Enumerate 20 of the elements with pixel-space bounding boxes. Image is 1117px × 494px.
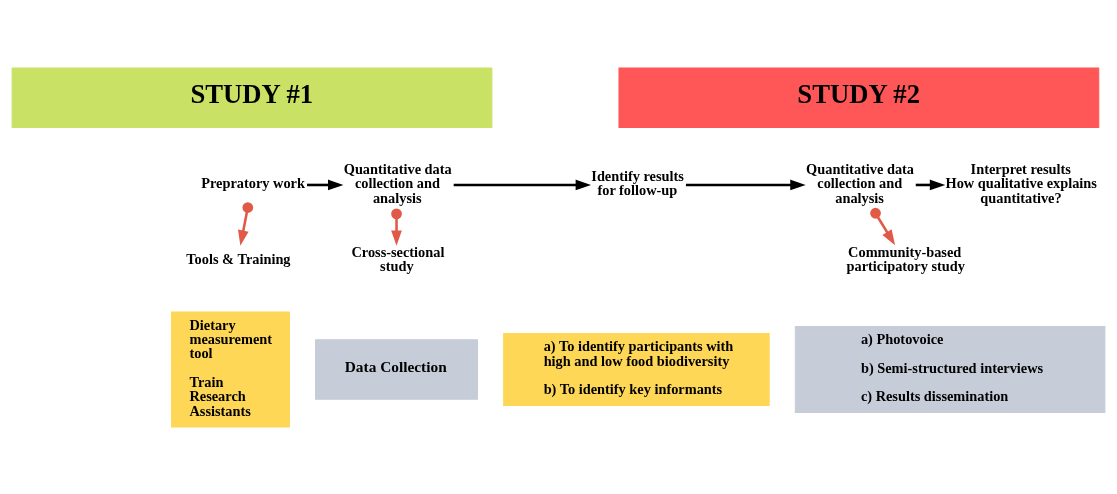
node-box: Dietary measurement tool Train Research Assistants — [171, 311, 290, 427]
node-box: a) To identify participants with high and low food biodiversity b) To identify key informants — [503, 332, 770, 406]
node-text: Identify results for follow-up — [591, 167, 684, 198]
arrow — [685, 179, 806, 190]
node-text: Quantitative data collection and analysis — [343, 160, 452, 206]
arrow — [307, 179, 344, 190]
node-text: Interpret results How qualitative explains quantitative? — [945, 160, 1097, 206]
node-text: Tools & Training — [186, 250, 291, 267]
arrow — [391, 207, 402, 246]
node-text: Cross-sectional study — [351, 243, 445, 274]
node-box: STUDY #1 — [11, 67, 493, 128]
node-text: Quantitative data collection and analysis — [806, 160, 915, 206]
arrow — [870, 207, 896, 245]
arrow — [238, 201, 254, 246]
node-box: a) Photovoice b) Semi-structured interviews c) Results dissemination — [794, 325, 1106, 413]
node-box: STUDY #2 — [618, 67, 1100, 128]
node-text: Community-based participatory study — [846, 243, 965, 274]
node-text: Prepratory work — [201, 174, 305, 191]
node-box: Data Collection — [315, 338, 479, 400]
arrow — [453, 179, 592, 190]
